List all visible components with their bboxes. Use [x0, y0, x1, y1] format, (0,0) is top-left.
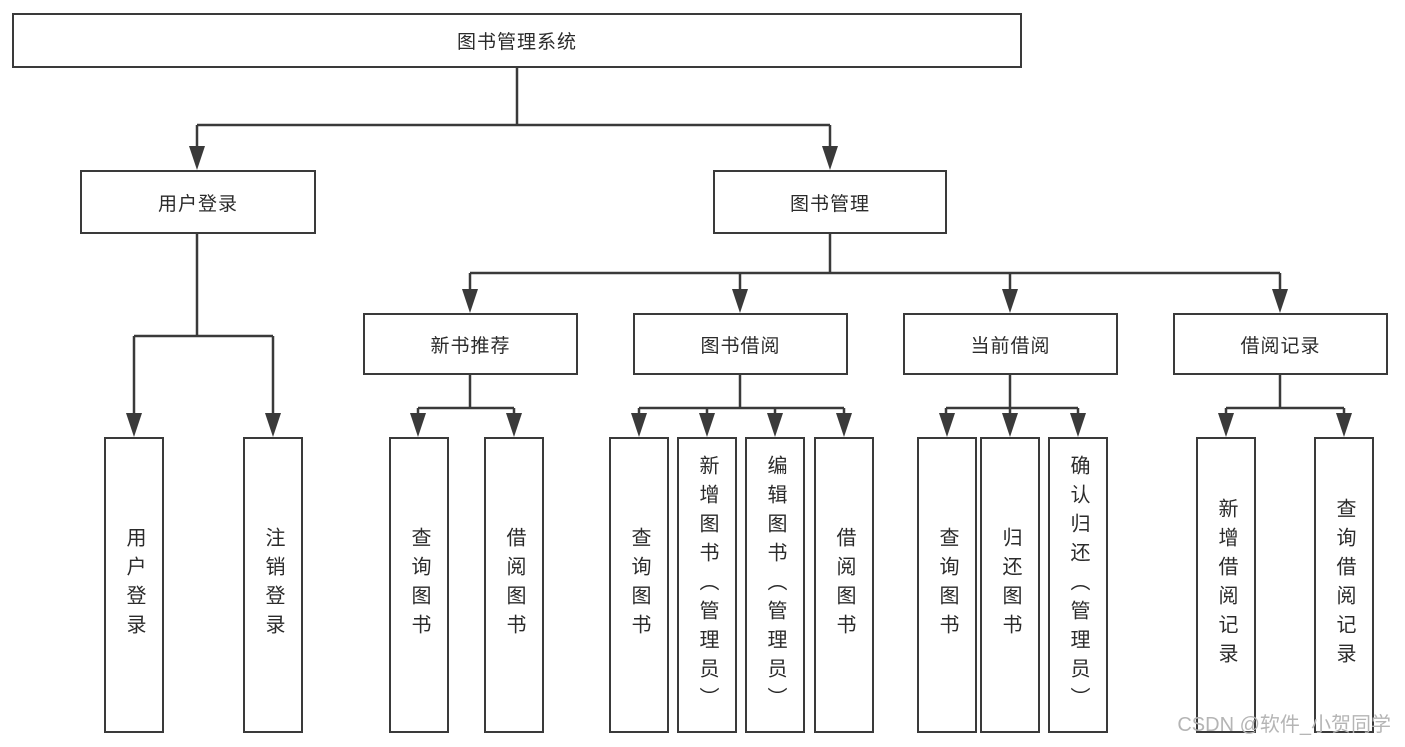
node-new-book-recommendation-label: 新书推荐: [430, 335, 511, 357]
leaf-query-books-borrowing-label: 查询图书: [628, 527, 650, 643]
node-book-borrowing-label: 图书借阅: [700, 335, 781, 357]
leaf-query-borrow-record: 查询借阅记录: [1314, 437, 1374, 733]
leaf-borrow-books-recommend-label: 借阅图书: [503, 527, 525, 643]
node-borrowing-records: 借阅记录: [1173, 313, 1388, 375]
node-library-system-label: 图书管理系统: [456, 32, 577, 53]
leaf-add-borrow-record-label: 新增借阅记录: [1215, 498, 1237, 672]
leaf-query-books-borrowing: 查询图书: [609, 437, 669, 733]
node-current-borrowing: 当前借阅: [903, 313, 1118, 375]
leaf-confirm-return-admin-label: 确认归还（管理员）: [1067, 454, 1089, 716]
node-library-system: 图书管理系统: [12, 13, 1022, 68]
leaf-borrow-books-label: 借阅图书: [833, 527, 855, 643]
arrowheads: [126, 146, 1352, 437]
leaf-query-books-recommend-label: 查询图书: [408, 527, 430, 643]
node-book-management: 图书管理: [713, 170, 947, 234]
node-current-borrowing-label: 当前借阅: [970, 335, 1051, 357]
leaf-add-borrow-record: 新增借阅记录: [1196, 437, 1256, 733]
node-user-login: 用户登录: [80, 170, 316, 234]
leaf-query-borrow-record-label: 查询借阅记录: [1333, 498, 1355, 672]
leaf-user-login-label: 用户登录: [123, 527, 145, 643]
leaf-return-books-label: 归还图书: [999, 527, 1021, 643]
leaf-user-login: 用户登录: [104, 437, 164, 733]
leaf-logout-label: 注销登录: [262, 527, 284, 643]
leaf-edit-books-admin-label: 编辑图书（管理员）: [764, 454, 786, 716]
node-user-login-label: 用户登录: [157, 193, 238, 215]
leaf-query-books-current: 查询图书: [917, 437, 977, 733]
leaf-add-books-admin: 新增图书（管理员）: [677, 437, 737, 733]
node-new-book-recommendation: 新书推荐: [363, 313, 578, 375]
leaf-add-books-admin-label: 新增图书（管理员）: [696, 454, 718, 716]
leaf-borrow-books-recommend: 借阅图书: [484, 437, 544, 733]
leaf-edit-books-admin: 编辑图书（管理员）: [745, 437, 805, 733]
leaf-confirm-return-admin: 确认归还（管理员）: [1048, 437, 1108, 733]
leaf-borrow-books: 借阅图书: [814, 437, 874, 733]
leaf-logout: 注销登录: [243, 437, 303, 733]
watermark: CSDN @软件_小贺同学: [1177, 714, 1391, 736]
leaf-query-books-current-label: 查询图书: [936, 527, 958, 643]
leaf-query-books-recommend: 查询图书: [389, 437, 449, 733]
node-book-management-label: 图书管理: [789, 193, 870, 215]
node-book-borrowing: 图书借阅: [633, 313, 848, 375]
leaf-return-books: 归还图书: [980, 437, 1040, 733]
node-borrowing-records-label: 借阅记录: [1240, 335, 1321, 357]
